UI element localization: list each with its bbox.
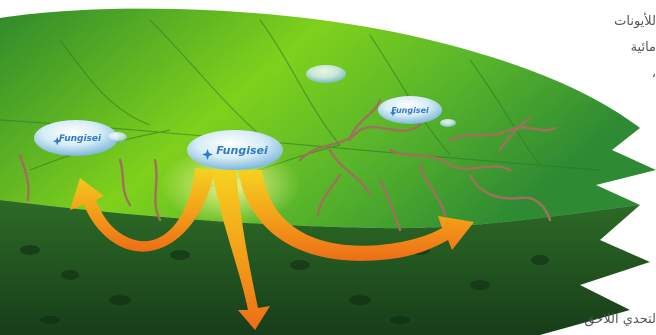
side-text-line-2: مائية: [631, 40, 656, 55]
drop-right-label: Fungisei: [391, 106, 429, 115]
drop-left: Fungisei: [34, 120, 118, 156]
side-text-line-4: لتحدي اللاحق: [584, 312, 656, 327]
side-text-line-3: ،: [652, 66, 656, 81]
drop-left-label: Fungisei: [59, 134, 102, 144]
drop-main: Fungisei: [187, 130, 283, 170]
side-text-line-1: للأيونات: [614, 14, 656, 29]
drop-tiny-left: [107, 132, 127, 142]
drop-tiny-right: [440, 119, 456, 127]
drop-right: Fungisei: [378, 96, 442, 124]
drop-main-label: Fungisei: [216, 144, 268, 157]
drop-small-top: [306, 65, 346, 83]
